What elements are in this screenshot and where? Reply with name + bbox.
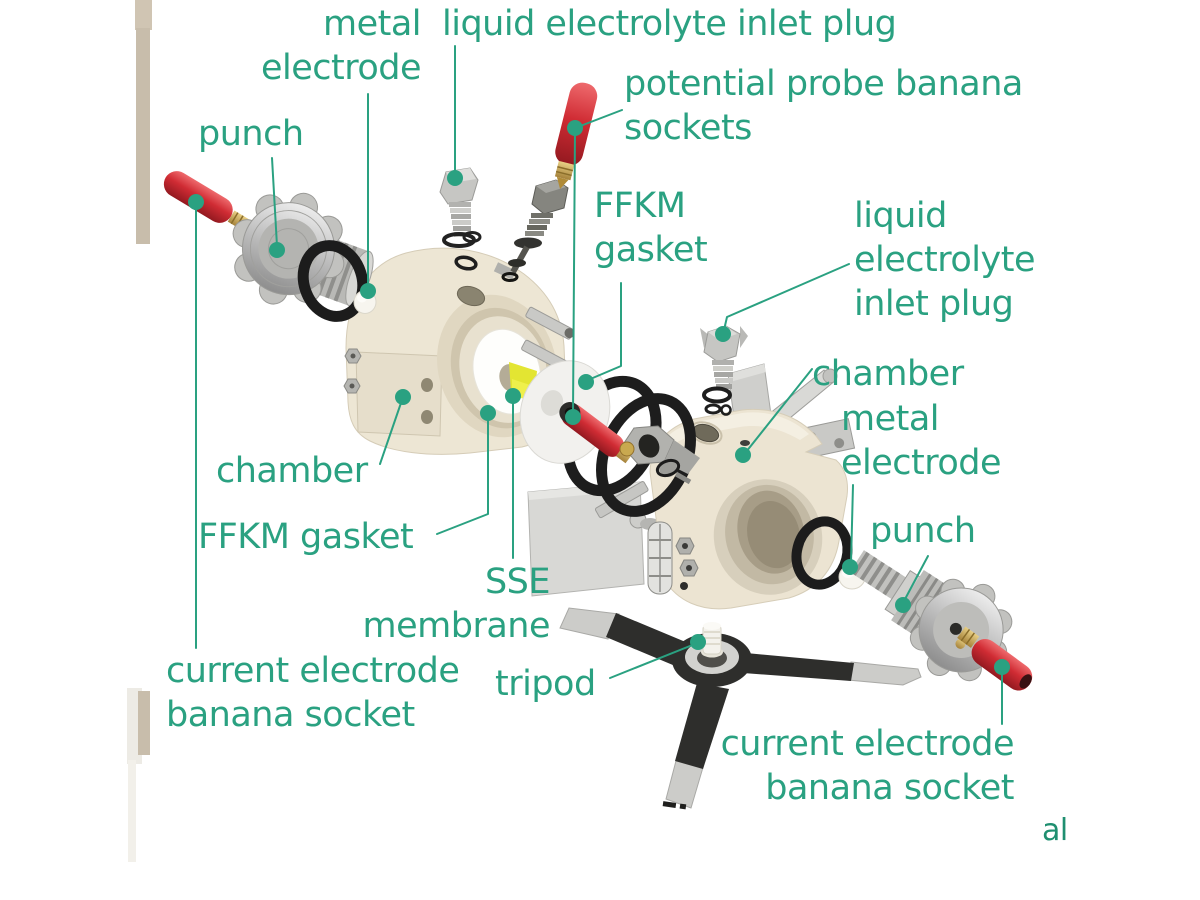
leader-line: [379, 399, 403, 465]
leader-dot: [447, 170, 463, 186]
cropped-object-left-bottom: [127, 688, 150, 862]
right-o-ring: [791, 516, 853, 590]
compression-fitting: [619, 425, 700, 485]
left-o-ring: [297, 240, 369, 322]
leader-line: [850, 484, 854, 564]
liquid-inlet-plug-right: [700, 325, 748, 416]
potential-probe-plug-top: [554, 82, 598, 190]
leader-dot: [505, 388, 521, 404]
leader-dot: [994, 659, 1010, 675]
leader-dot: [842, 559, 858, 575]
leader-dot: [565, 409, 581, 425]
leader-dot: [480, 405, 496, 421]
leader-dot: [690, 634, 706, 650]
leader-dot: [360, 283, 376, 299]
leader-dots: [188, 120, 1010, 675]
hinge: [647, 521, 699, 595]
leader-dot: [735, 447, 751, 463]
leader-dot: [269, 242, 285, 258]
probe-socket-fitting: [501, 179, 569, 282]
leader-line: [723, 263, 850, 331]
chamber-side-screws: [343, 348, 362, 394]
leader-line: [609, 643, 696, 679]
cropped-object-left-top: [135, 0, 152, 244]
leader-line: [436, 416, 489, 535]
mounting-bracket: [527, 481, 660, 597]
leader-line: [271, 157, 278, 247]
leader-lines: [195, 45, 1003, 725]
leader-dot: [188, 194, 204, 210]
leader-dot: [567, 120, 583, 136]
leader-line: [745, 368, 813, 453]
leader-dot: [895, 597, 911, 613]
leader-line: [587, 282, 622, 381]
leader-dot: [578, 374, 594, 390]
tripod-screw: [701, 622, 723, 658]
leader-line: [903, 555, 929, 602]
tripod: [559, 607, 922, 810]
right-chamber: [649, 408, 848, 610]
leader-dot: [395, 389, 411, 405]
leader-dot: [715, 326, 731, 342]
